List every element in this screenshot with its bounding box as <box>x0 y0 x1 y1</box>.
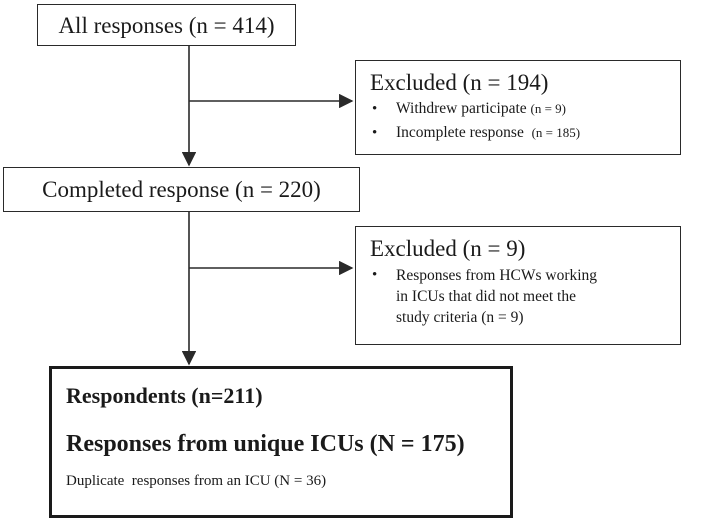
list-item: • Withdrew participate (n = 9) <box>370 99 670 119</box>
item-count: (n = 9) <box>530 101 567 116</box>
all-responses-box: All responses (n = 414) <box>37 4 296 46</box>
item-text-line-2: in ICUs that did not meet the <box>396 288 576 305</box>
bullet-icon: • <box>372 125 378 141</box>
unique-icus-label: Responses from unique ICUs (N = 175) <box>66 431 465 457</box>
excluded-2-title: Excluded (n = 9) <box>370 236 526 261</box>
list-item: • Responses from HCWs working in ICUs th… <box>370 265 670 328</box>
duplicate-responses-label: Duplicate responses from an ICU (N = 36) <box>66 473 327 489</box>
item-text-line-1: Responses from HCWs working <box>396 267 598 284</box>
excluded-2-list: • Responses from HCWs working in ICUs th… <box>370 265 670 328</box>
excluded-1-title: Excluded (n = 194) <box>370 70 549 95</box>
bullet-icon: • <box>372 267 378 283</box>
respondents-box: Respondents (n=211) Responses from uniqu… <box>49 366 513 518</box>
all-responses-label: All responses (n = 414) <box>58 12 275 38</box>
excluded-1-list: • Withdrew participate (n = 9) • Incompl… <box>370 99 670 143</box>
respondents-label: Respondents (n=211) <box>66 383 263 408</box>
completed-response-box: Completed response (n = 220) <box>3 167 360 212</box>
item-text-line-3: study criteria (n = 9) <box>396 309 524 326</box>
excluded-box-2: Excluded (n = 9) • Responses from HCWs w… <box>355 226 681 345</box>
bullet-icon: • <box>372 101 378 117</box>
item-text: Incomplete response <box>396 124 524 141</box>
item-text: Withdrew participate <box>396 100 527 117</box>
excluded-box-1: Excluded (n = 194) • Withdrew participat… <box>355 60 681 155</box>
list-item: • Incomplete response (n = 185) <box>370 123 670 143</box>
completed-response-label: Completed response (n = 220) <box>42 177 321 202</box>
item-count: (n = 185) <box>531 125 581 140</box>
